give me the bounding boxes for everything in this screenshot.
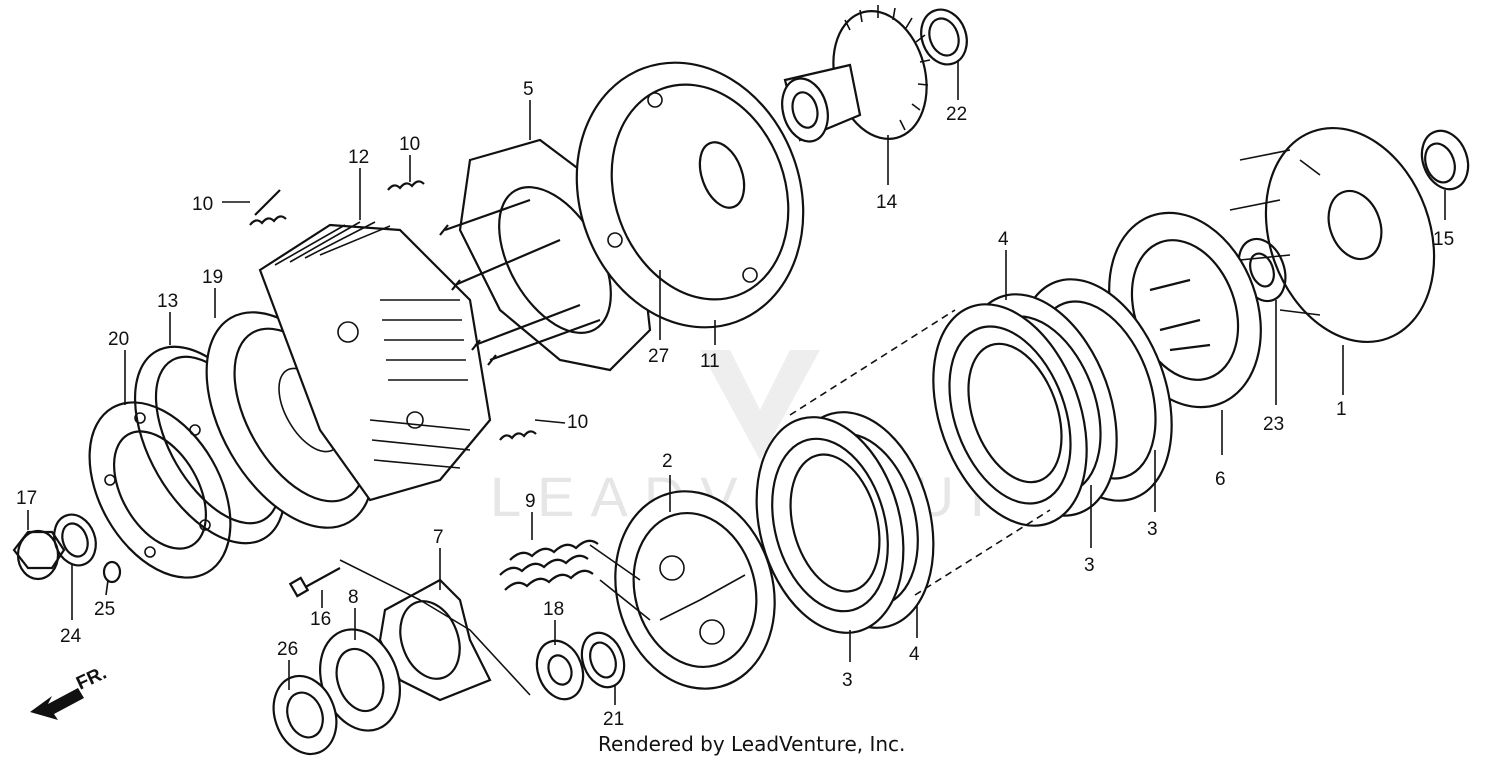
callout-3-c: 3 [1147, 519, 1158, 540]
callout-27: 27 [648, 346, 669, 367]
clutch-discs-middle [755, 411, 935, 634]
callout-6: 6 [1215, 469, 1226, 490]
part-14-gear [781, 5, 931, 143]
callout-13: 13 [157, 291, 178, 312]
part-2-clutch-center [614, 490, 776, 690]
callout-24: 24 [60, 626, 82, 647]
part-15-collar [1420, 129, 1470, 191]
callout-5: 5 [523, 79, 534, 100]
callout-23: 23 [1263, 414, 1284, 435]
callout-1: 1 [1336, 399, 1347, 420]
callout-16: 16 [310, 609, 331, 630]
footer-credit: Rendered by LeadVenture, Inc. [598, 732, 905, 756]
callout-19: 19 [202, 267, 223, 288]
callout-11: 11 [700, 351, 720, 372]
callout-18: 18 [543, 599, 564, 620]
callout-12: 12 [348, 147, 369, 168]
callout-2: 2 [662, 451, 673, 472]
part-10-spring-c [499, 430, 537, 441]
callout-9: 9 [525, 491, 536, 512]
front-direction-indicator: FR. [30, 663, 110, 720]
front-arrow-icon [30, 688, 84, 720]
part-22-washer [920, 8, 968, 66]
alignment-line-top [789, 309, 956, 416]
part-24-washer [53, 513, 97, 567]
callout-8: 8 [348, 587, 359, 608]
callout-15: 15 [1433, 229, 1454, 250]
clutch-discs-right [932, 278, 1173, 527]
callout-3-b: 3 [1084, 555, 1095, 576]
callout-4-a: 4 [909, 644, 920, 665]
part-1-clutch-outer [1229, 126, 1436, 344]
callout-4-b: 4 [998, 229, 1009, 250]
part-11-outer-drum [575, 61, 805, 329]
part-16-bolt [288, 567, 341, 598]
callout-20: 20 [108, 329, 129, 350]
part-9-springs [499, 539, 651, 621]
callout-17: 17 [16, 488, 37, 509]
part-18-collar [535, 639, 585, 701]
part-25-lock-washer [102, 560, 122, 584]
callout-10-a: 10 [192, 194, 213, 215]
leader-lines [27, 60, 1446, 705]
callout-21: 21 [603, 709, 624, 730]
alignment-line-bottom [914, 509, 1051, 596]
part-20-plate [88, 401, 232, 579]
callout-14: 14 [876, 192, 898, 213]
callout-26: 26 [277, 639, 298, 660]
callout-3-a: 3 [842, 670, 853, 691]
part-26-bearing [272, 674, 338, 756]
callout-22: 22 [946, 104, 967, 125]
callout-labels: 1 2 3 3 3 4 4 5 6 7 8 9 10 10 10 11 12 1… [16, 79, 1454, 730]
callout-10-b: 10 [399, 134, 420, 155]
callout-7: 7 [433, 527, 444, 548]
part-17-nut [12, 529, 66, 581]
part-21-washer [580, 631, 626, 689]
callout-10-c: 10 [567, 412, 588, 433]
callout-25: 25 [94, 599, 115, 620]
part-12-shoe-assembly [258, 221, 492, 502]
part-10-spring-a [249, 189, 287, 226]
part-10-spring-b [387, 180, 425, 191]
